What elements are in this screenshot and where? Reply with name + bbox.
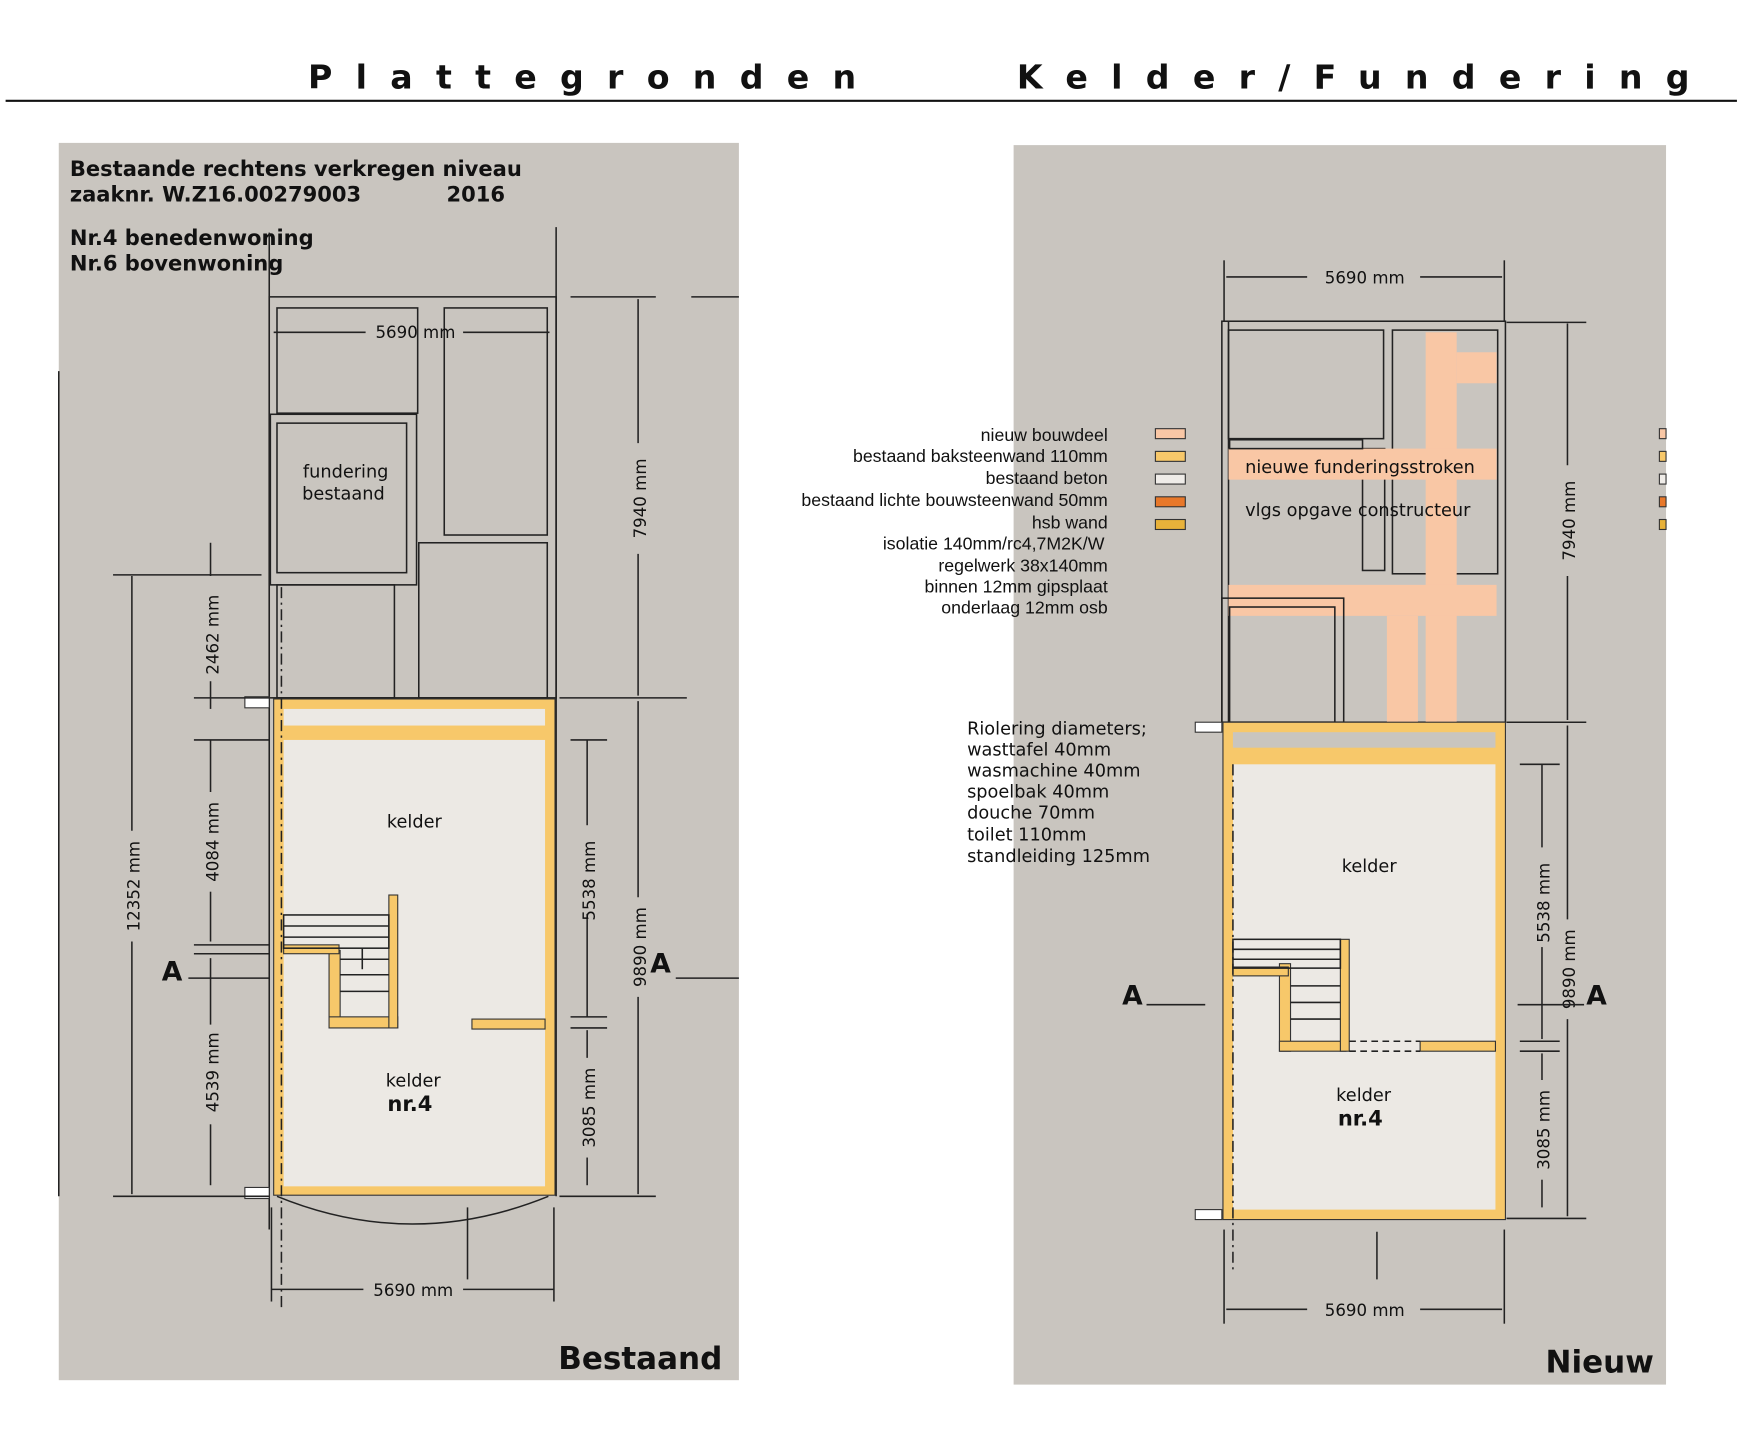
riolering-line: wasmachine 40mm: [967, 761, 1140, 781]
room-kelder-bottom: kelder: [386, 1072, 442, 1092]
riolering-notes: Riolering diameters; wasttafel 40mm wasm…: [967, 719, 1150, 866]
room-nr4: nr.4: [387, 1091, 432, 1116]
dim-top-width: 5690 mm: [375, 323, 455, 342]
dim-7940: 7940 mm: [631, 459, 650, 539]
stairs-new: [1232, 938, 1342, 1020]
heading-year: 2016: [446, 182, 505, 207]
legend-label: bestaand baksteenwand 110mm: [853, 446, 1108, 466]
heading-niveau: Bestaande rechtens verkregen niveau: [70, 156, 522, 181]
dim-5538: 5538 mm: [580, 841, 599, 921]
legend-note: regelwerk 38x140mm: [938, 556, 1107, 576]
dimensions-left: 5690 mm 5690 mm 7940 mm 9890 mm 5538 mm …: [58, 296, 739, 1302]
legend-label: hsb wand: [1032, 512, 1108, 532]
panel-bestaand: Bestaande rechtens verkregen niveau zaak…: [58, 142, 739, 1381]
legend: nieuw bouwdeel bestaand baksteenwand 110…: [801, 425, 1667, 618]
legend-label: bestaand beton: [986, 468, 1108, 488]
legend-note: isolatie 140mm/rc4,7M2K/W: [883, 533, 1105, 553]
dimensions-right: 5690 mm 5690 mm 7940 mm 9890 mm 5538 mm …: [1122, 260, 1607, 1324]
plan-new: nieuwe funderingsstroken vlgs opgave con…: [1194, 320, 1507, 1274]
dim-2462: 2462 mm: [203, 595, 222, 675]
section-marker-a-left: A: [162, 956, 183, 987]
label-nieuw-panel: Nieuw: [1546, 1344, 1654, 1380]
section-marker-a-left-new: A: [1122, 981, 1143, 1012]
legend-swatch: [1658, 473, 1667, 485]
legend-swatch: [1154, 518, 1186, 531]
label-funderingsstroken: nieuwe funderingsstroken: [1245, 458, 1475, 478]
legend-swatch: [1658, 518, 1667, 531]
stairs: [282, 914, 390, 993]
legend-swatch: [1658, 496, 1667, 508]
plan-existing: fundering bestaand kelder kelder nr.: [244, 227, 557, 1308]
riolering-line: toilet 110mm: [967, 826, 1086, 846]
dim-5538-new: 5538 mm: [1535, 863, 1554, 943]
legend-note: onderlaag 12mm osb: [941, 598, 1108, 618]
riolering-line: douche 70mm: [967, 804, 1095, 824]
room-nr4-new: nr.4: [1338, 1105, 1383, 1130]
title-kelder-fundering: Kelder/Fundering: [1017, 58, 1713, 97]
riolering-line: standleiding 125mm: [967, 847, 1150, 867]
heading-zaaknr: zaaknr. W.Z16.00279003: [70, 182, 361, 207]
section-marker-a-right: A: [650, 949, 671, 980]
heading-nr4: Nr.4 benedenwoning: [70, 225, 314, 250]
dim-4539: 4539 mm: [203, 1032, 222, 1112]
legend-note: binnen 12mm gipsplaat: [925, 577, 1108, 597]
dim-3085: 3085 mm: [580, 1068, 599, 1148]
room-kelder-top-new: kelder: [1342, 857, 1398, 877]
legend-swatch: [1658, 428, 1667, 440]
legend-swatch: [1154, 473, 1186, 485]
legend-swatch: [1154, 496, 1186, 508]
legend-swatch: [1154, 428, 1186, 440]
heading-nr6: Nr.6 bovenwoning: [70, 250, 283, 275]
dim-7940-new: 7940 mm: [1560, 481, 1579, 561]
panel-nieuw: nieuwe funderingsstroken vlgs opgave con…: [1013, 145, 1667, 1385]
title-plattegronden: Plattegronden: [308, 58, 879, 97]
dim-bottom-width-new: 5690 mm: [1325, 1301, 1405, 1320]
dim-bottom-width: 5690 mm: [373, 1281, 453, 1300]
legend-label: bestaand lichte bouwsteenwand 50mm: [801, 490, 1107, 510]
riolering-line: Riolering diameters;: [967, 719, 1147, 739]
dim-3085-new: 3085 mm: [1535, 1090, 1554, 1170]
room-kelder-top: kelder: [387, 812, 443, 832]
label-fundering: fundering: [303, 462, 389, 482]
legend-swatch: [1658, 450, 1667, 462]
riolering-line: wasttafel 40mm: [967, 740, 1111, 760]
dim-4084: 4084 mm: [203, 802, 222, 882]
riolering-line: spoelbak 40mm: [967, 783, 1109, 803]
dim-9890: 9890 mm: [631, 907, 650, 987]
room-kelder-bottom-new: kelder: [1336, 1086, 1392, 1106]
label-constructeur: vlgs opgave constructeur: [1245, 501, 1471, 521]
legend-label: nieuw bouwdeel: [981, 425, 1108, 445]
dim-9890-new: 9890 mm: [1560, 929, 1579, 1009]
dim-12352: 12352 mm: [125, 841, 144, 931]
label-bestaand-panel: Bestaand: [558, 1341, 722, 1377]
legend-swatch: [1154, 450, 1186, 462]
section-marker-a-right-new: A: [1586, 981, 1607, 1012]
label-bestaand: bestaand: [302, 485, 385, 505]
dim-top-width-new: 5690 mm: [1325, 269, 1405, 288]
